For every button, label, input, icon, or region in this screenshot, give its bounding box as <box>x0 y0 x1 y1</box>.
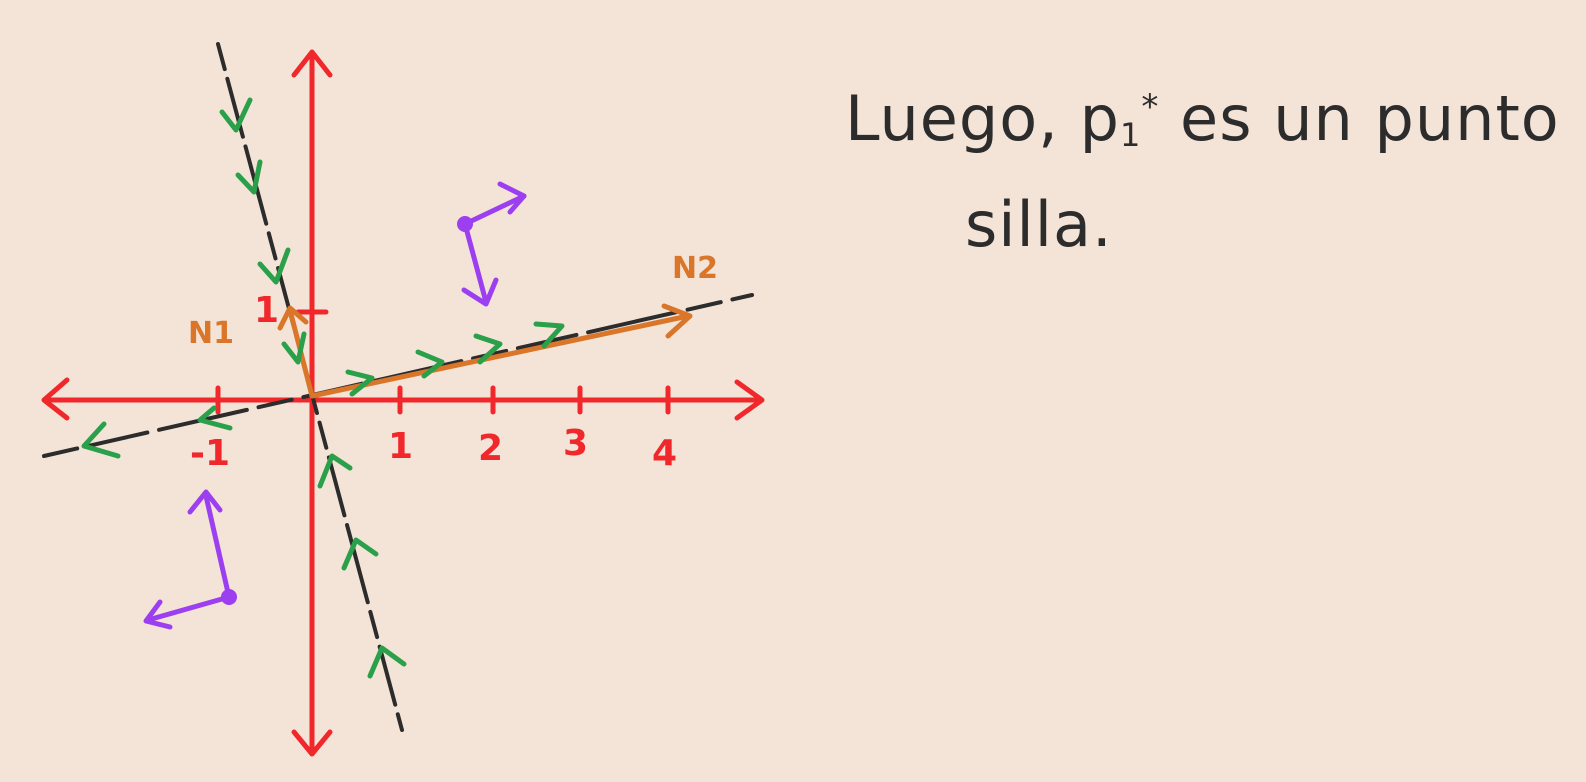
flow-arrow-in-bottom-3 <box>367 645 407 679</box>
trajectory-lower-left-arrowhead-b <box>187 489 223 515</box>
flow-arrow-in-top-3 <box>257 247 291 285</box>
eigenvector-n1-label: N1 <box>188 316 234 351</box>
y-axis-top-arrowhead <box>291 49 333 78</box>
flow-arrows <box>81 97 565 679</box>
note-point-superscript: * <box>1141 87 1160 127</box>
flow-arrow-out-right-3 <box>473 333 503 365</box>
handwritten-note: Luego, p1* es un punto silla. <box>845 62 1560 270</box>
note-line1-suffix: es un punto <box>1180 82 1560 155</box>
note-line1-prefix: Luego, <box>845 82 1059 155</box>
note-point-symbol: p <box>1079 82 1120 155</box>
note-point-subscript: 1 <box>1119 116 1142 154</box>
x-tick-label-neg1: -1 <box>190 433 230 474</box>
flow-arrow-in-bottom-2 <box>341 537 379 571</box>
flow-arrow-out-right-2 <box>415 349 445 379</box>
tick-labels: -1 1 2 3 4 1 <box>190 290 677 474</box>
y-axis-bottom-arrowhead <box>291 729 333 757</box>
trajectory-lower-left-vector-a <box>145 594 232 623</box>
trajectory-start-point-upper <box>457 216 473 232</box>
flow-arrow-in-bottom-1 <box>317 453 353 489</box>
note-line1: Luego, p1* es un punto <box>845 82 1560 155</box>
x-axis-left-arrowhead <box>41 377 70 421</box>
flow-arrow-in-top-1 <box>219 97 253 133</box>
trajectory-upper-right-vector-a <box>462 193 527 227</box>
trajectory-upper-right-arrowhead-a <box>497 181 527 215</box>
flow-arrow-in-top-2 <box>235 159 263 195</box>
eigenvector-n2 <box>309 313 691 399</box>
x-axis-right-arrowhead <box>734 379 765 421</box>
flow-arrow-out-left-1 <box>197 405 233 431</box>
flow-arrow-in-top-4 <box>281 331 307 365</box>
trajectory-upper-right-vector-b <box>462 221 489 305</box>
flow-arrow-out-left-2 <box>81 421 121 459</box>
eigenvector-n2-label: N2 <box>672 251 718 286</box>
flow-arrow-out-right-4 <box>533 321 565 349</box>
trajectory-upper-right-arrowhead-b <box>461 277 499 307</box>
sample-trajectories <box>143 181 527 630</box>
trajectory-start-points <box>221 216 473 605</box>
eigenvector-n2-arrowhead <box>661 303 693 339</box>
trajectory-start-point-lower <box>221 589 237 605</box>
eigenvectors <box>277 303 693 399</box>
x-tick-label-2: 2 <box>478 428 503 469</box>
coordinate-axes <box>41 49 765 757</box>
note-line2: silla. <box>965 188 1113 261</box>
x-tick-label-1: 1 <box>388 426 413 467</box>
x-tick-label-3: 3 <box>563 423 588 464</box>
note-point-name: p1* <box>1080 82 1160 155</box>
trajectory-lower-left-arrowhead-a <box>143 599 173 630</box>
flow-arrow-out-right-1 <box>345 369 375 397</box>
trajectory-lower-left-vector-b <box>203 493 232 600</box>
x-tick-label-4: 4 <box>652 433 677 474</box>
y-tick-label-1: 1 <box>254 290 279 331</box>
eigenvector-n1-arrowhead <box>277 305 309 331</box>
